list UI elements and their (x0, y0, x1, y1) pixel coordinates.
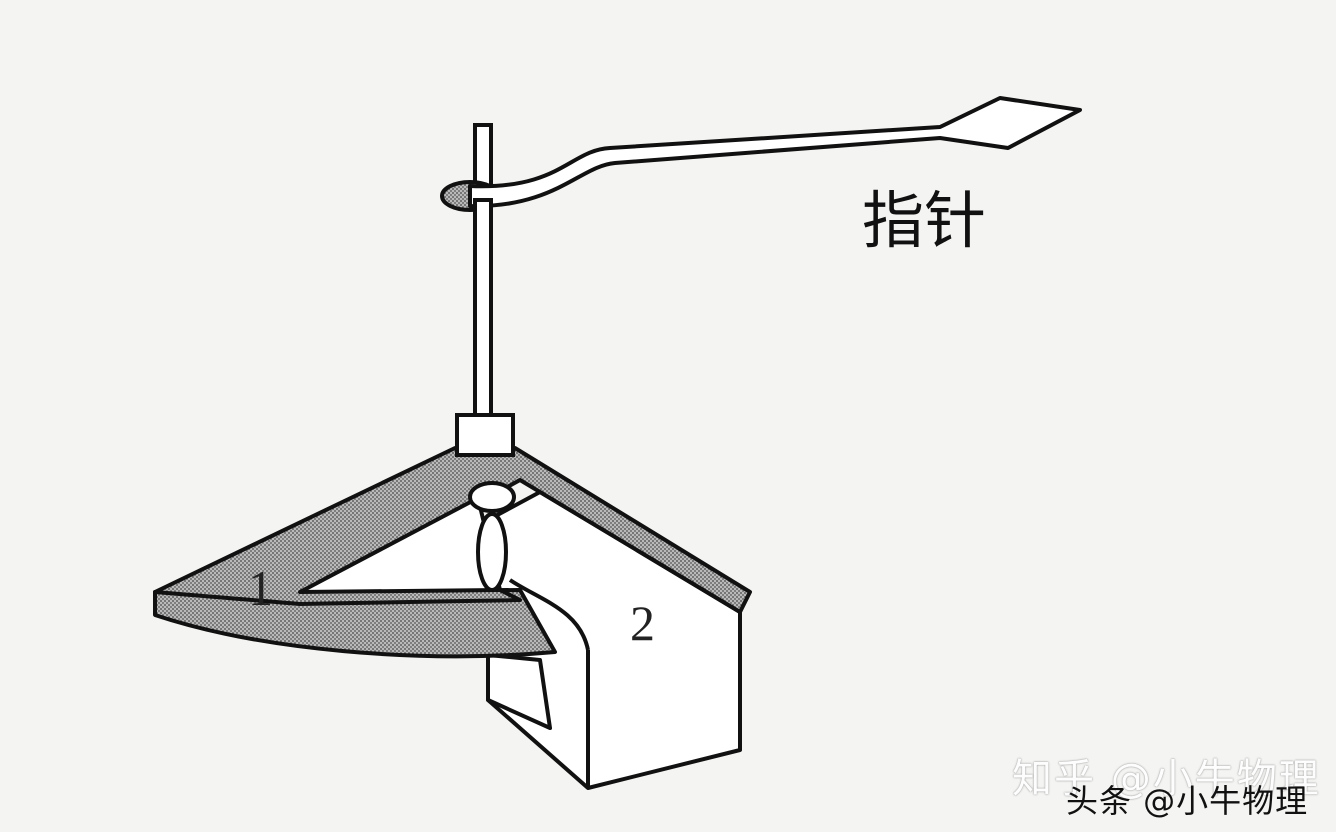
part-2-label: 2 (630, 595, 655, 651)
mounting-block (455, 413, 515, 457)
pointer-arm (468, 96, 1082, 209)
pointer-label: 指针 (862, 184, 986, 257)
part-1-label: 1 (248, 560, 273, 616)
hanging-thread (476, 512, 508, 592)
toutiao-watermark: 头条 @小牛物理 (1066, 782, 1309, 820)
magnet-2-front-curve (508, 578, 590, 651)
apex-bearing (468, 481, 516, 513)
rod-front (473, 198, 493, 422)
magnet-2-slot (486, 653, 552, 730)
zhihu-watermark: 知乎 @小牛物理 (1012, 756, 1321, 802)
plate-bottom (153, 588, 557, 659)
